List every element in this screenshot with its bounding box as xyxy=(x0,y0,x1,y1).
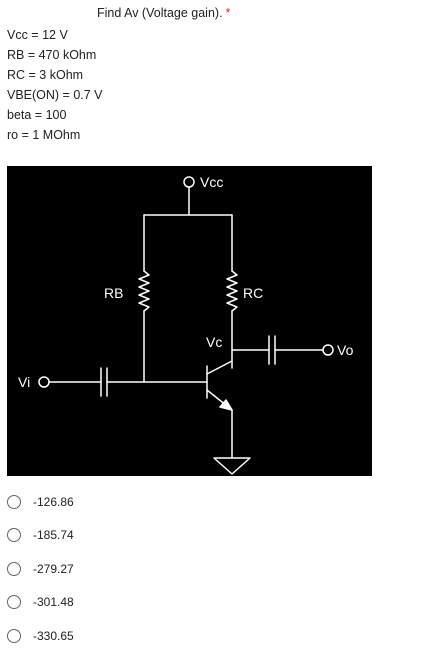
option-label: -279.27 xyxy=(33,561,74,576)
rc-label: RC xyxy=(243,285,263,301)
param-rc: RC = 3 kOhm xyxy=(7,68,84,82)
emitter-arrow-icon xyxy=(219,399,233,411)
parameter-list: Vcc = 12 V RB = 470 kOhm RC = 3 kOhm VBE… xyxy=(7,25,103,145)
radio-button[interactable] xyxy=(7,595,21,610)
transistor-collector xyxy=(206,360,233,375)
radio-button[interactable] xyxy=(7,561,21,576)
question-title: Find Av (Voltage gain).* xyxy=(97,6,230,20)
vo-terminal-icon xyxy=(322,344,334,356)
circuit-schematic: Vcc RB RC Vc Vo Vi xyxy=(18,174,354,475)
option-label: -330.65 xyxy=(33,628,74,643)
param-beta: beta = 100 xyxy=(7,108,67,122)
question-title-text: Find Av (Voltage gain). xyxy=(97,6,223,20)
radio-button[interactable] xyxy=(7,494,21,509)
answer-options: -126.86 -185.74 -279.27 -301.48 -330.65 xyxy=(7,485,74,653)
answer-option-5[interactable]: -330.65 xyxy=(7,619,74,653)
vcc-terminal-icon xyxy=(183,176,195,188)
answer-option-3[interactable]: -279.27 xyxy=(7,552,74,586)
answer-option-1[interactable]: -126.86 xyxy=(7,485,74,519)
radio-button[interactable] xyxy=(7,628,21,643)
option-label: -301.48 xyxy=(33,595,74,610)
option-label: -126.86 xyxy=(33,494,74,509)
radio-button[interactable] xyxy=(7,528,21,543)
answer-option-4[interactable]: -301.48 xyxy=(7,586,74,620)
param-vcc: Vcc = 12 V xyxy=(7,28,68,42)
vi-terminal-icon xyxy=(38,376,50,388)
required-marker: * xyxy=(225,6,231,20)
rb-resistor-icon xyxy=(138,270,150,312)
option-label: -185.74 xyxy=(33,528,74,543)
circuit-diagram: Vcc RB RC Vc Vo Vi xyxy=(7,166,372,476)
ground-icon xyxy=(213,457,251,475)
rc-resistor-icon xyxy=(226,270,238,312)
vo-label: Vo xyxy=(337,342,354,358)
vc-label: Vc xyxy=(206,334,222,350)
param-ro: ro = 1 MOhm xyxy=(7,128,81,142)
param-rb: RB = 470 kOhm xyxy=(7,48,97,62)
vi-label: Vi xyxy=(18,374,30,390)
vcc-label: Vcc xyxy=(200,174,223,190)
param-vbe: VBE(ON) = 0.7 V xyxy=(7,88,103,102)
rb-label: RB xyxy=(104,285,123,301)
answer-option-2[interactable]: -185.74 xyxy=(7,519,74,553)
